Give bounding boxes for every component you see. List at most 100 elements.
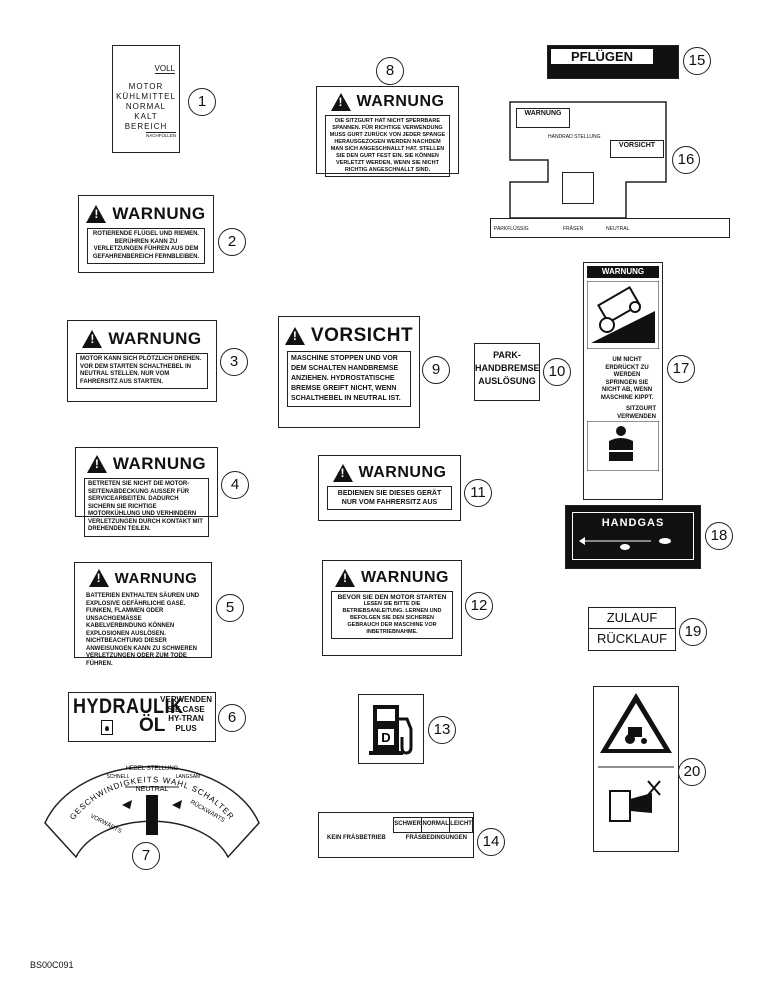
callout-17: 17 [667,355,695,383]
decal-seat-belt: WARNUNG DIE SITZGURT HAT NICHT SPERRBARE… [316,86,459,177]
decal-rotating-blades: WARNUNG ROTIERENDE FLÜGEL UND RIEMEN. BE… [78,195,214,273]
callout-16: 16 [672,146,700,174]
coolant-refill-label: NACHFÜLLEN [145,132,176,138]
normal-label: NORMAL [422,818,451,832]
callout-11: 11 [464,479,492,507]
decal-park-brake-release: PARK- HANDBREMSE AUSLÖSUNG [474,343,540,401]
figure-code: BS00C091 [30,960,74,970]
decal-pictorial-warning [593,686,679,852]
decal-rollover: WARNUNG UM NICHT ERDRÜCKT ZU WERDEN SPRI… [583,262,663,500]
forward-arrow-icon [122,800,132,809]
callout-18: 18 [705,522,733,550]
warning-triangle-icon [86,455,107,473]
light-label: LEICHT [450,821,472,827]
oil-can-icon [101,720,113,735]
warning-triangle-icon [332,464,353,482]
dash-warning-box: WARNUNG [516,108,570,128]
rabbit-icon [659,538,671,544]
coolant-line: BEREICH [124,122,168,131]
dash-panel-bottom [490,218,730,238]
svg-text:D: D [381,730,390,745]
decal-engine-start: WARNUNG MOTOR KANN SICH PLÖTZLICH DREHEN… [67,320,217,402]
decal-engine-cover: WARNUNG BETRETEN SIE NICHT DIE MOTOR-SEI… [75,447,218,537]
throttle-label: HANDGAS [601,517,665,529]
warning-title: WARNUNG [108,329,202,348]
callout-1: 1 [188,88,216,116]
decal-coolant-level: VOLL MOTOR KÜHLMITTEL NORMAL KALT BEREIC… [112,45,180,153]
before-start-lead: BEVOR SIE DEN MOTOR STARTEN [337,594,447,601]
warning-triangle-icon [88,569,109,587]
decal-diesel-fuel: D [358,694,424,764]
diesel-pump-icon: D [369,705,413,755]
rollover-text: UM NICHT ERDRÜCKT ZU WERDEN SPRINGEN SIE… [600,357,654,401]
warning-triangle-icon [330,93,351,111]
heavy-label: SCHWER [394,818,423,832]
coolant-full-label: VOLL [154,64,175,74]
warning-header: WARNUNG [317,93,458,111]
supply-label: ZULAUF [589,608,675,629]
warning-title: WARNUNG [358,464,447,481]
warning-header: WARNUNG [79,204,213,224]
pto-shaft-icon [609,790,631,822]
coolant-line: KÜHLMITTEL [116,92,176,101]
callout-12: 12 [465,592,493,620]
throttle-icons [579,537,671,550]
park-brake-line: PARK- [493,350,521,360]
dash-label-2: FRÄSEN [563,226,584,232]
warning-title: WARNUNG [114,569,198,587]
warning-header: WARNUNG [76,454,217,474]
coolant-line: NORMAL [125,102,167,111]
before-start-body: LESEN SIE BITTE DIE BETRIEBSANLEITUNG. L… [342,601,442,635]
spec-line: PLUS [175,723,197,733]
decal-speed-selector: GESCHWINDIGKEITS WAHL SCHALTER HEBEL STE… [44,765,260,859]
warning-text: MOTOR KANN SICH PLÖTZLICH DREHEN. VOR DE… [76,353,208,389]
decal-tilling-conditions: KEIN FRÄSBETRIEB SCHWER NORMAL LEICHT FR… [318,812,474,858]
warning-title: WARNUNG [112,454,207,473]
coolant-line: KALT [134,112,158,121]
callout-20: 20 [678,758,706,786]
callout-13: 13 [428,716,456,744]
callout-4: 4 [221,471,249,499]
dash-label-1: PARKFLÜSSIG [494,226,529,232]
tilling-scale: SCHWER NORMAL LEICHT [393,817,473,833]
callout-15: 15 [683,47,711,75]
callout-14: 14 [477,828,505,856]
lever-slot [146,795,158,835]
warning-header: WARNUNG [319,464,460,482]
caution-title: VORSICHT [310,325,414,346]
oil-label: ÖL [139,715,166,736]
park-brake-line: HANDBREMSE [475,363,540,373]
callout-10: 10 [543,358,571,386]
callout-2: 2 [218,228,246,256]
hydraulic-title: HYDRAULIK [73,694,184,718]
pictorial-icons [598,693,674,822]
callout-19: 19 [679,618,707,646]
seatbelt-person-icon [586,420,660,472]
decal-before-start: WARNUNG BEVOR SIE DEN MOTOR STARTEN LESE… [322,560,462,656]
reverse-arrow-icon [172,800,182,809]
callout-6: 6 [218,704,246,732]
callout-7: 7 [132,842,160,870]
warning-header: WARNUNG [323,569,461,587]
park-brake-line: AUSLÖSUNG [478,376,536,386]
callout-3: 3 [220,348,248,376]
caution-header: VORSICHT [279,325,419,347]
seatbelt-text: SITZGURT VERWENDEN [617,406,656,420]
dash-label-3: NEUTRAL [606,226,630,232]
throttle-inner: HANDGAS [572,512,694,560]
warning-triangle-icon [284,327,305,345]
dash-caution-box: VORSICHT [610,140,664,158]
spec-line: HY-TRAN [168,714,204,723]
hydraulic-spec: VERWENDEN SIE CASE HY-TRAN PLUS [160,695,212,733]
return-label: RÜCKLAUF [596,631,668,646]
decal-flow: ZULAUF RÜCKLAUF [588,607,676,651]
warning-triangle-icon [335,569,356,587]
park-brake-text: PARK- HANDBREMSE AUSLÖSUNG [475,349,540,388]
warning-title: WARNUNG [361,569,449,586]
callout-5: 5 [216,594,244,622]
fast-label: SCHNELL [106,774,129,780]
warning-title: WARNUNG [356,93,445,110]
caution-text: MASCHINE STOPPEN UND VOR DEM SCHALTEN HA… [287,351,411,407]
dash-handwheel-label: HANDRAD STELLUNG [548,134,601,140]
decal-plowing: PFLÜGEN [547,45,679,79]
